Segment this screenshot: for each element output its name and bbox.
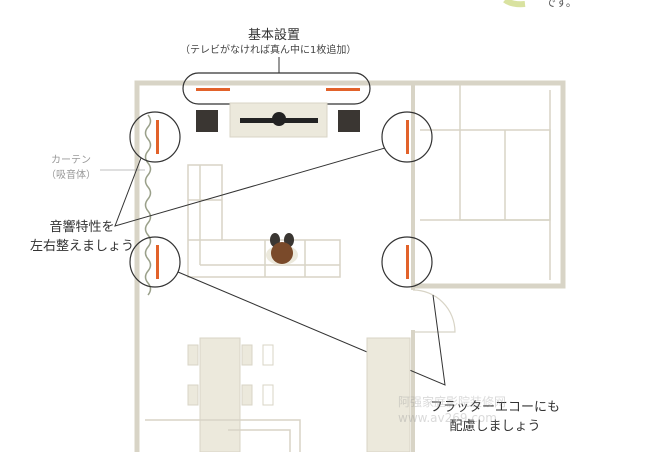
basic-setup-subtitle: （テレビがなければ真ん中に1枚追加） [180,45,357,56]
watermark-line1: 阿强家庭影院装修网 [398,395,507,409]
watermark: 阿强家庭影院装修网 www.av269.com [398,394,506,426]
curtain [144,114,152,296]
curtain-label: カーテン （吸音体） [46,153,96,183]
flutter-note-line2: 配慮しましょう [449,419,541,434]
acoustic-panel [406,120,409,154]
watermark-line2: www.av269.com [398,411,497,425]
acoustic-panel [196,88,230,91]
walls [134,80,566,452]
tv-base [272,112,286,126]
flutter-echo-note: フラッターエコーにも配慮しましょう [430,398,560,436]
decor-arc [503,0,526,8]
person [266,233,298,265]
acoustic-panel [156,120,159,154]
kitchen-counter [366,337,411,452]
japanese-room-tatami [420,83,551,280]
curtain-label-line1: カーテン [51,155,91,166]
header-text: です。 [545,0,577,9]
acoustic-note-line1: 音響特性を [49,220,115,235]
speaker-left [196,110,218,132]
acoustic-note-line2: 左右整えましょう [30,239,135,254]
acoustic-note: 音響特性を左右整えましょう [30,218,134,256]
basic-setup-title: 基本設置 [248,28,301,43]
highlight-circles [129,111,433,288]
speaker-right [338,110,360,132]
flutter-note-line1: フラッターエコーにも [430,400,561,415]
door-swing [412,289,456,333]
acoustic-panel [326,88,360,91]
pointer-lines [114,147,446,386]
dining-set [187,337,274,452]
acoustic-panel [156,245,159,279]
sofa [187,164,341,278]
curtain-label-line2: （吸音体） [46,170,96,181]
lower-furniture [145,419,301,452]
acoustic-panel [406,245,409,279]
